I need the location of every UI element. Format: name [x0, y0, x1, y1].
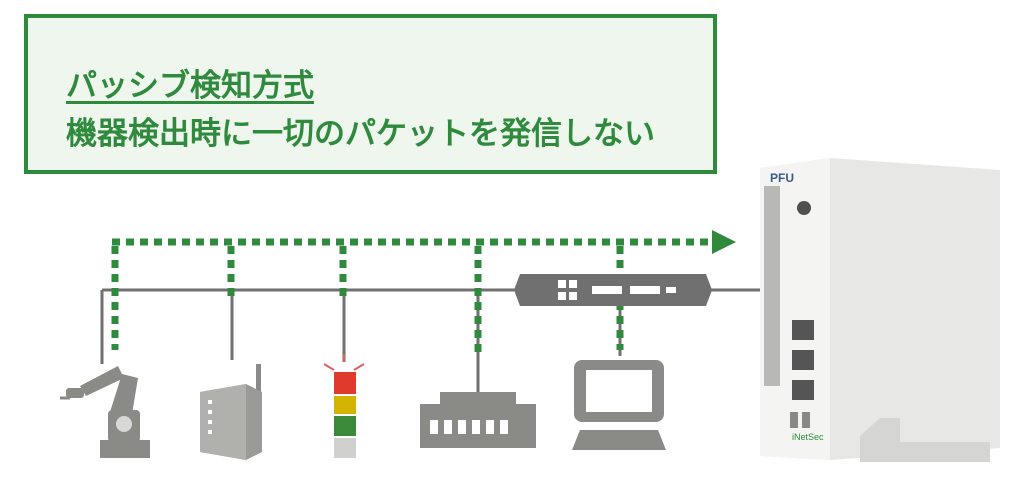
wireless-router-icon [200, 364, 262, 460]
passive-detection-callout: パッシブ検知方式 機器検出時に一切のパケットを発信しない [24, 14, 717, 174]
network-switch-icon [514, 274, 712, 306]
pc-monitor-icon [572, 360, 666, 450]
passive-capture-path [111, 238, 712, 352]
signal-tower-light-icon [323, 354, 365, 458]
arrow-head-icon [712, 230, 736, 254]
network-device-icon [420, 392, 536, 448]
callout-title: パッシブ検知方式 [66, 68, 314, 104]
inetsec-appliance [760, 158, 1000, 462]
appliance-logo: PFU [770, 171, 794, 185]
appliance-badge: iNetSec [792, 432, 824, 442]
industrial-robot-icon [60, 366, 150, 458]
callout-subtitle: 機器検出時に一切のパケットを発信しない [66, 116, 655, 152]
